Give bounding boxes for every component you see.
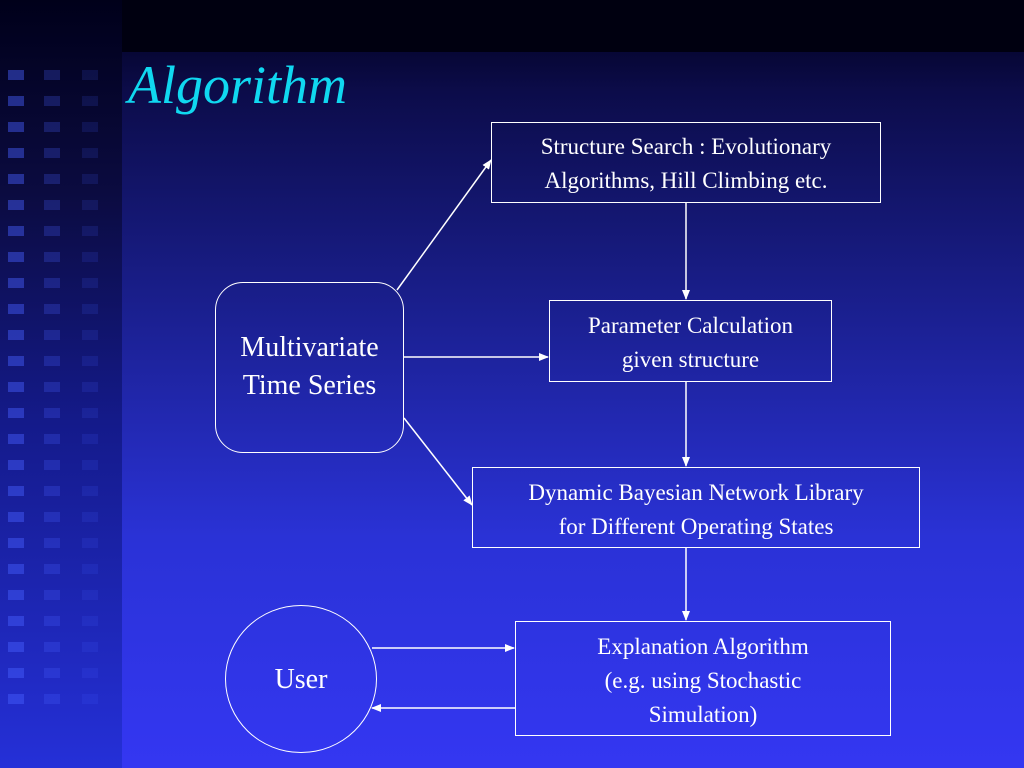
user-node: User <box>225 605 377 753</box>
top-band <box>120 0 1024 52</box>
node-text-line: Dynamic Bayesian Network Library <box>528 480 864 505</box>
structure-search-box: Structure Search : Evolutionary Algorith… <box>491 122 881 203</box>
explanation-algorithm-box: Explanation Algorithm (e.g. using Stocha… <box>515 621 891 736</box>
node-text-line: Simulation) <box>648 702 758 727</box>
decorative-sidebar <box>0 0 122 768</box>
arrow-series-to-dbn-library <box>403 417 473 506</box>
parameter-calculation-box: Parameter Calculation given structure <box>549 300 832 382</box>
node-text-line: given structure <box>621 347 760 372</box>
node-text-line: Parameter Calculation <box>587 313 793 338</box>
user-label: User <box>274 664 328 695</box>
slide-title: Algorithm <box>128 55 348 115</box>
multivariate-time-series-node: Multivariate Time Series <box>215 282 404 453</box>
dbn-library-box: Dynamic Bayesian Network Library for Dif… <box>472 467 920 548</box>
node-text-line: Time Series <box>242 370 377 401</box>
sidebar-squares-column <box>44 70 60 720</box>
sidebar-squares-column <box>8 70 24 720</box>
node-text-line: (e.g. using Stochastic <box>604 668 802 693</box>
sidebar-squares-column <box>82 70 98 720</box>
node-text-line: Structure Search : Evolutionary <box>540 134 832 159</box>
node-text-line: for Different Operating States <box>558 514 834 539</box>
node-text-line: Multivariate <box>240 332 379 363</box>
node-text-line: Algorithms, Hill Climbing etc. <box>544 168 828 193</box>
arrow-series-to-structure-search <box>396 159 492 291</box>
node-text-line: Explanation Algorithm <box>597 634 809 659</box>
